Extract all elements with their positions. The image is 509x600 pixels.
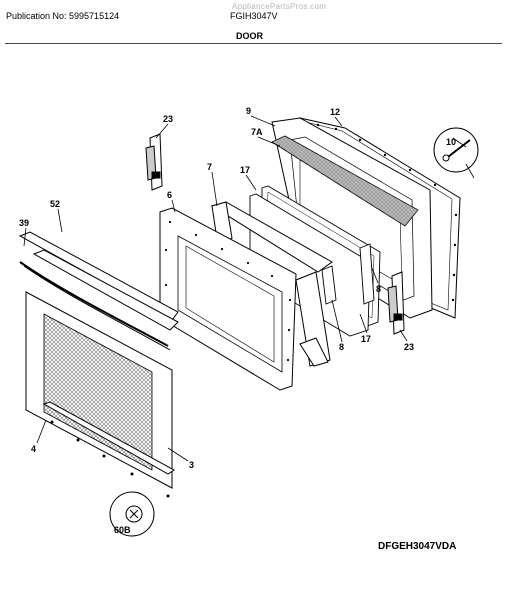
callout-39: 39 bbox=[19, 218, 29, 228]
door-handle-trim bbox=[18, 231, 179, 351]
section-title: DOOR bbox=[236, 31, 263, 41]
callout-23-right: 23 bbox=[404, 342, 414, 352]
diagram-code: DFGEH3047VDA bbox=[378, 541, 457, 552]
callout-60b: 60B bbox=[114, 525, 131, 535]
screw-inset-60b bbox=[109, 491, 155, 537]
callout-4: 4 bbox=[31, 444, 36, 454]
callout-10: 10 bbox=[446, 137, 456, 147]
callout-labels: 23 9 12 7A 10 7 17 6 52 39 8 8 17 23 4 3… bbox=[19, 106, 456, 535]
outer-door-glass bbox=[25, 291, 173, 489]
leader-lines bbox=[23, 115, 475, 462]
header-rule bbox=[5, 43, 502, 44]
watermark-text: AppliancePartsPros.com bbox=[232, 2, 327, 11]
callout-17-top: 17 bbox=[240, 165, 250, 175]
door-inner-frame bbox=[159, 207, 297, 391]
callout-23-left: 23 bbox=[163, 114, 173, 124]
callout-6: 6 bbox=[167, 190, 172, 200]
callout-17-bottom: 17 bbox=[361, 334, 371, 344]
door-hinge-right bbox=[387, 271, 405, 335]
model-number: FGIH3047V bbox=[230, 11, 278, 21]
callout-3: 3 bbox=[189, 460, 194, 470]
insulation-blanket bbox=[210, 201, 333, 367]
publication-number: Publication No: 5995715124 bbox=[6, 11, 120, 21]
door-hinge-left bbox=[145, 133, 163, 191]
door-bottom-trim bbox=[42, 401, 175, 498]
insulation-strip bbox=[271, 135, 419, 227]
callout-9: 9 bbox=[246, 106, 251, 116]
callout-12: 12 bbox=[330, 107, 340, 117]
callout-8-left: 8 bbox=[339, 342, 344, 352]
callout-7a: 7A bbox=[251, 127, 263, 137]
callout-52: 52 bbox=[50, 199, 60, 209]
callout-7: 7 bbox=[207, 162, 212, 172]
screw-inset-10 bbox=[433, 127, 479, 173]
callout-8-right: 8 bbox=[376, 284, 381, 294]
